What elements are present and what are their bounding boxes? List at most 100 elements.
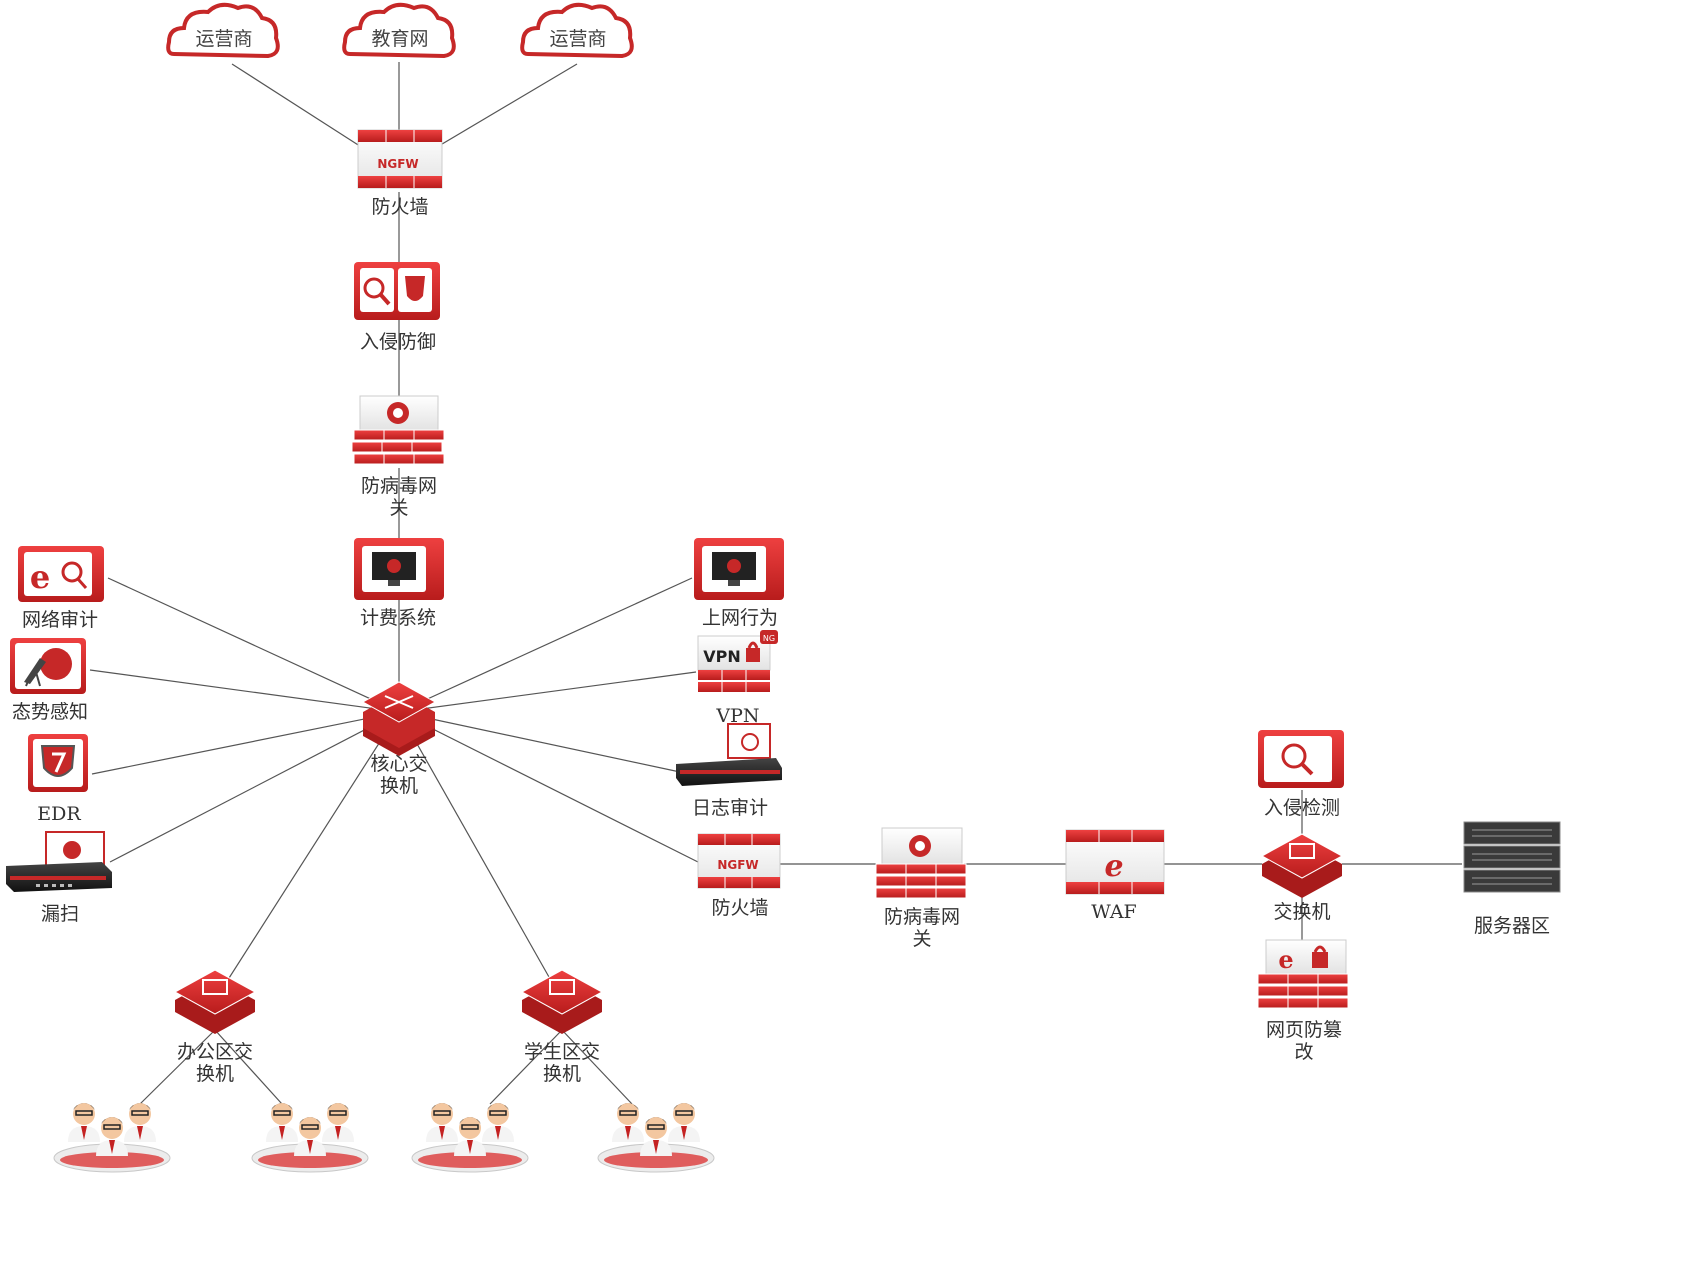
svg-text:e: e — [30, 558, 50, 596]
edr-label: EDR — [37, 803, 81, 825]
users-group-icon — [54, 1103, 170, 1172]
edge-student-people1 — [489, 1029, 563, 1105]
antivirus-gateway-icon — [351, 395, 445, 465]
student-switch-label-1: 学生区交 — [524, 1041, 600, 1063]
situation-awareness: 态势感知 — [10, 638, 88, 723]
edge-core-situation — [89, 669, 400, 713]
ids-device: 入侵检测 — [1258, 730, 1344, 819]
av-gateway-top-label-1: 防病毒网 — [361, 475, 437, 497]
dmz-switch-label: 交换机 — [1273, 901, 1330, 923]
ips-device: 入侵防御 — [354, 262, 440, 353]
edge-core-edr — [91, 711, 400, 775]
scanner-icon — [6, 831, 112, 892]
av-gateway-top: 防病毒网 关 — [351, 395, 445, 519]
cloud-icon — [342, 2, 456, 59]
users-group-icon — [252, 1103, 368, 1172]
ngfw-text: NGFW — [717, 858, 758, 872]
log-audit: 日志审计 — [676, 723, 782, 819]
server-zone: 服务器区 — [1463, 821, 1561, 937]
radar-icon — [10, 638, 86, 694]
firewall-dmz: NGFW 防火墙 — [697, 833, 781, 919]
waf-device: e WAF — [1065, 829, 1165, 923]
connection-lines — [89, 62, 1462, 1105]
vpn-icon: VPN NG — [697, 630, 778, 692]
av-gateway-dmz: 防病毒网 关 — [875, 827, 967, 950]
firewall-top: NGFW 防火墙 — [357, 129, 443, 218]
ngfw-icon: NGFW — [357, 129, 443, 189]
monitor-icon — [354, 538, 444, 600]
student-switch: 学生区交 换机 — [520, 969, 604, 1085]
office-switch: 办公区交 换机 — [173, 969, 257, 1085]
log-audit-label: 日志审计 — [692, 797, 768, 819]
vulnerability-scanner-label: 漏扫 — [41, 903, 79, 925]
monitor-icon — [694, 538, 784, 600]
av-gateway-top-label-2: 关 — [389, 497, 408, 519]
vpn-badge-text: VPN — [703, 647, 741, 666]
edge-isp2-firewall — [431, 63, 578, 151]
core-switch-label-2: 换机 — [380, 775, 418, 797]
av-gateway-dmz-label-2: 关 — [912, 928, 931, 950]
ips-label: 入侵防御 — [360, 331, 436, 353]
office-switch-label-2: 换机 — [196, 1063, 234, 1085]
ngfw-text: NGFW — [377, 157, 418, 171]
users-group-icon — [598, 1103, 714, 1172]
switch-icon — [1260, 833, 1344, 898]
web-tamper-icon: e — [1257, 939, 1349, 1009]
web-tamper-label-1: 网页防篡 — [1266, 1019, 1342, 1041]
billing-label: 计费系统 — [360, 607, 436, 629]
server-zone-label: 服务器区 — [1474, 915, 1550, 937]
vpn-label: VPN — [715, 705, 759, 727]
edge-office-people1 — [139, 1029, 216, 1105]
network-audit-label: 网络审计 — [22, 609, 98, 631]
cloud-label: 运营商 — [549, 28, 606, 50]
edge-core-logaudit — [398, 711, 681, 773]
core-switch: 核心交 换机 — [361, 681, 437, 797]
switch-icon — [173, 969, 257, 1034]
waf-label: WAF — [1091, 901, 1137, 923]
edge-core-office — [214, 711, 400, 1001]
edge-office-people2 — [214, 1029, 283, 1105]
svg-text:e: e — [1278, 945, 1293, 974]
cloud-isp-2: 运营商 — [520, 2, 634, 59]
network-audit: e 网络审计 — [18, 546, 104, 631]
cloud-icon — [520, 2, 634, 59]
vpn-device: VPN NG VPN — [697, 630, 778, 727]
switch-icon — [520, 969, 604, 1034]
edr-device: EDR — [28, 734, 88, 825]
waf-e-text: e — [1104, 849, 1123, 884]
edge-core-student — [398, 711, 563, 1001]
cloud-education: 教育网 — [342, 2, 456, 59]
users-group-icon — [412, 1103, 528, 1172]
edge-core-netaudit — [107, 577, 400, 713]
cloud-label: 教育网 — [371, 28, 428, 50]
antivirus-gateway-icon — [875, 827, 967, 899]
billing-system: 计费系统 — [354, 538, 444, 629]
edge-core-firewalldmz — [398, 711, 699, 863]
intrusion-prevention-icon — [354, 262, 440, 320]
cloud-isp-1: 运营商 — [166, 2, 280, 59]
firewall-top-label: 防火墙 — [371, 196, 428, 218]
ids-label: 入侵检测 — [1264, 797, 1340, 819]
switch-icon — [361, 681, 437, 756]
dmz-switch: 交换机 — [1260, 833, 1344, 923]
waf-icon: e — [1065, 829, 1165, 895]
vulnerability-scanner: 漏扫 — [6, 831, 112, 925]
ng-badge-text: NG — [763, 634, 775, 643]
edge-core-vpn — [398, 671, 697, 713]
network-audit-icon: e — [18, 546, 104, 602]
office-switch-label-1: 办公区交 — [177, 1041, 253, 1063]
edge-core-behavior — [398, 577, 693, 713]
cloud-label: 运营商 — [195, 28, 252, 50]
edge-core-vulnscan — [109, 711, 400, 863]
edge-student-people2 — [561, 1029, 633, 1105]
web-tamper-protection: e 网页防篡 改 — [1257, 939, 1349, 1063]
student-switch-label-2: 换机 — [543, 1063, 581, 1085]
log-audit-icon — [676, 723, 782, 786]
shield-icon — [28, 734, 88, 792]
av-gateway-dmz-label-1: 防病毒网 — [884, 906, 960, 928]
firewall-dmz-label: 防火墙 — [711, 897, 768, 919]
web-tamper-label-2: 改 — [1294, 1041, 1313, 1063]
cloud-icon — [166, 2, 280, 59]
core-switch-label-1: 核心交 — [370, 753, 427, 775]
